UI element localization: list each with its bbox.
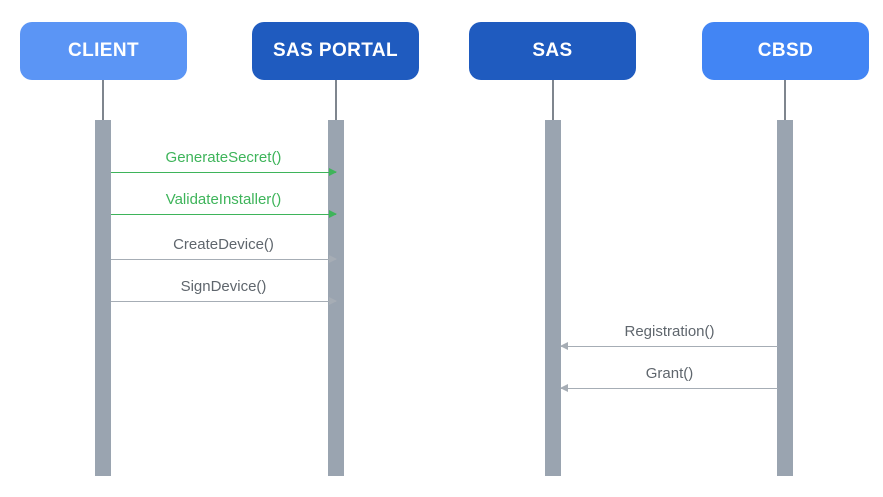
message-line-generate-secret (111, 172, 336, 173)
activation-bar-cbsd (777, 120, 793, 476)
participant-box-client[interactable]: CLIENT (20, 22, 187, 80)
message-label-validate-installer: ValidateInstaller() (165, 191, 282, 208)
participant-box-sas-portal[interactable]: SAS PORTAL (252, 22, 419, 80)
participant-label-sas-portal: SAS PORTAL (272, 40, 399, 61)
arrow-head-right-icon (329, 167, 337, 176)
arrow-head-right-icon (329, 209, 337, 218)
message-line-grant (561, 388, 778, 389)
participant-label-client: CLIENT (67, 40, 139, 61)
message-label-grant: Grant() (645, 365, 694, 382)
message-label-sign-device: SignDevice() (180, 278, 267, 295)
arrow-head-right-icon (329, 296, 337, 305)
arrow-head-right-icon (329, 254, 337, 263)
participant-box-cbsd[interactable]: CBSD (702, 22, 869, 80)
arrow-head-left-icon (560, 383, 568, 392)
arrow-head-left-icon (560, 341, 568, 350)
message-line-create-device (111, 259, 336, 260)
participant-label-cbsd: CBSD (757, 40, 814, 61)
message-line-registration (561, 346, 778, 347)
message-line-validate-installer (111, 214, 336, 215)
lifeline-sas (552, 80, 554, 120)
message-label-create-device: CreateDevice() (173, 236, 274, 253)
message-label-registration: Registration() (624, 323, 715, 340)
lifeline-cbsd (784, 80, 786, 120)
message-line-sign-device (111, 301, 336, 302)
participant-label-sas: SAS (532, 40, 573, 61)
lifeline-sas-portal (335, 80, 337, 120)
activation-bar-client (95, 120, 111, 476)
participant-box-sas[interactable]: SAS (469, 22, 636, 80)
lifeline-client (102, 80, 104, 120)
activation-bar-sas (545, 120, 561, 476)
message-label-generate-secret: GenerateSecret() (165, 149, 282, 166)
